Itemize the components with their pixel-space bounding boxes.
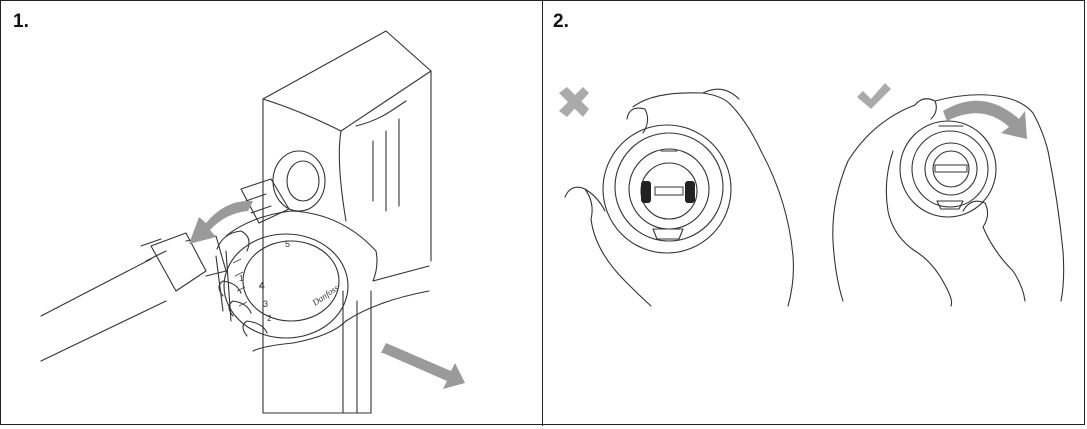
right-grip-illustration [832, 94, 1065, 307]
step-2-illustration [559, 83, 1065, 307]
pipe [40, 232, 227, 362]
thermostat-head [215, 233, 349, 339]
step-1-panel: 1. [1, 1, 543, 426]
rotate-arrow-icon [943, 100, 1027, 139]
rotate-arrow-icon [189, 200, 253, 244]
dial-number: 5 [285, 239, 290, 249]
valve-body [240, 178, 290, 224]
wrong-grip-illustration [564, 88, 794, 307]
step-2-number: 2. [553, 11, 569, 32]
check-mark-icon [857, 83, 891, 109]
dial-number: 3 [263, 299, 268, 309]
radiator [262, 30, 432, 414]
hand [216, 210, 430, 352]
dial-number: 1 [239, 274, 244, 283]
step-2-panel: 2. [543, 1, 1086, 426]
pull-arrow-icon [381, 343, 465, 389]
cross-mark-icon [559, 87, 589, 117]
step-1-number: 1. [13, 11, 29, 32]
step-1-illustration: 5 4 3 2 1 Danfoss [40, 30, 465, 414]
dial-number: 2 [267, 314, 272, 323]
dial-number: 4 [259, 281, 265, 292]
